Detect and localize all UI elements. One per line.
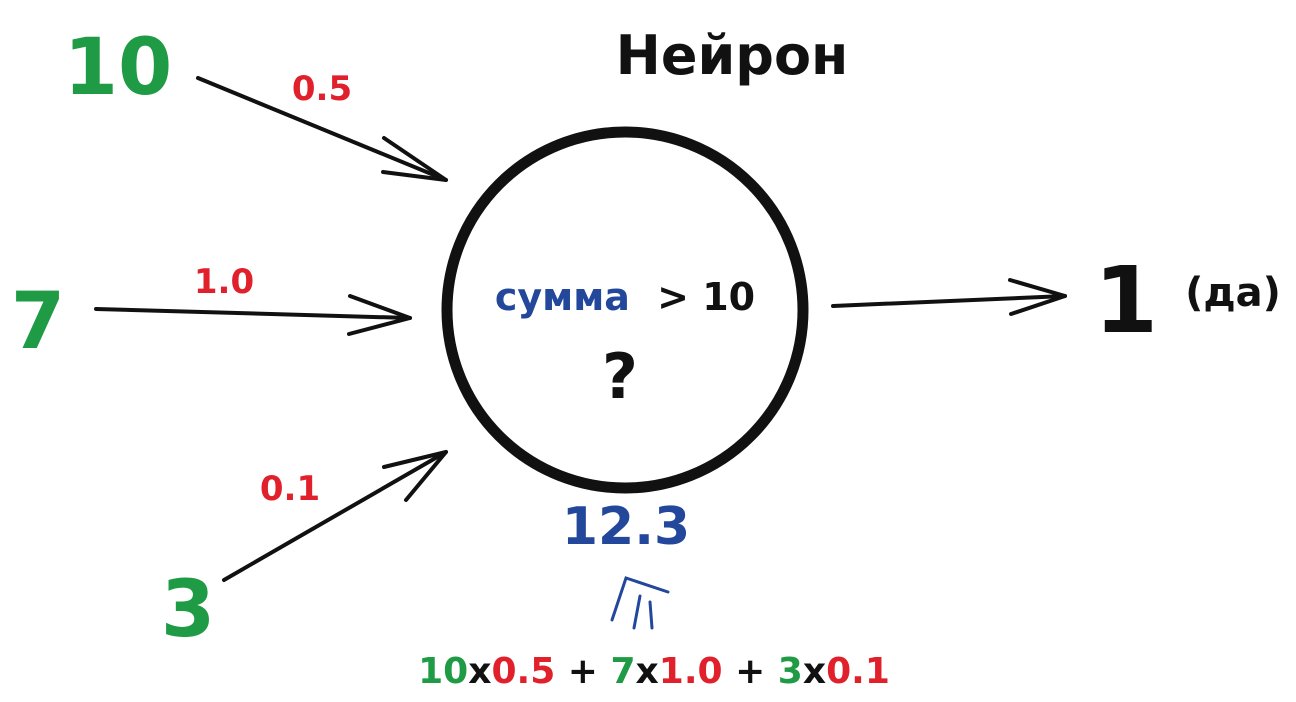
neuron-circle: [441, 126, 809, 494]
sum-result: 12.3: [562, 497, 690, 557]
condition-word: сумма: [495, 275, 630, 319]
input-value-3: 3: [161, 565, 215, 655]
formula-term-weight: 0.5: [491, 651, 555, 692]
diagram-title: Нейрон: [616, 24, 849, 87]
formula-term-input: 7: [610, 651, 635, 692]
formula-term-op: +: [555, 651, 610, 692]
sum-formula: 10x0.5 + 7x1.0 + 3x0.1: [418, 651, 890, 692]
input-weight-2: 1.0: [194, 262, 254, 302]
input-arrow-3: [222, 450, 448, 582]
formula-term-op: x: [468, 651, 491, 692]
output-value: 1: [1094, 247, 1158, 354]
neuron-condition: сумма > 10: [495, 275, 755, 319]
formula-term-op: +: [723, 651, 778, 692]
formula-term-input: 3: [778, 651, 803, 692]
formula-term-weight: 0.1: [826, 651, 890, 692]
input-value-1: 10: [64, 23, 173, 113]
input-weight-1: 0.5: [292, 69, 352, 109]
output-arrow: [831, 278, 1067, 316]
neuron-question-mark: ?: [602, 340, 638, 413]
input-weight-3: 0.1: [260, 469, 320, 509]
formula-term-op: x: [636, 651, 659, 692]
input-arrow-1: [196, 76, 448, 182]
formula-term-op: x: [803, 651, 826, 692]
condition-threshold: > 10: [657, 275, 755, 319]
formula-term-input: 10: [418, 651, 468, 692]
input-arrow-2: [94, 294, 412, 336]
output-note: (да): [1185, 270, 1281, 316]
formula-term-weight: 1.0: [659, 651, 723, 692]
sum-up-arrow-icon: [610, 576, 670, 630]
input-value-2: 7: [11, 277, 65, 367]
